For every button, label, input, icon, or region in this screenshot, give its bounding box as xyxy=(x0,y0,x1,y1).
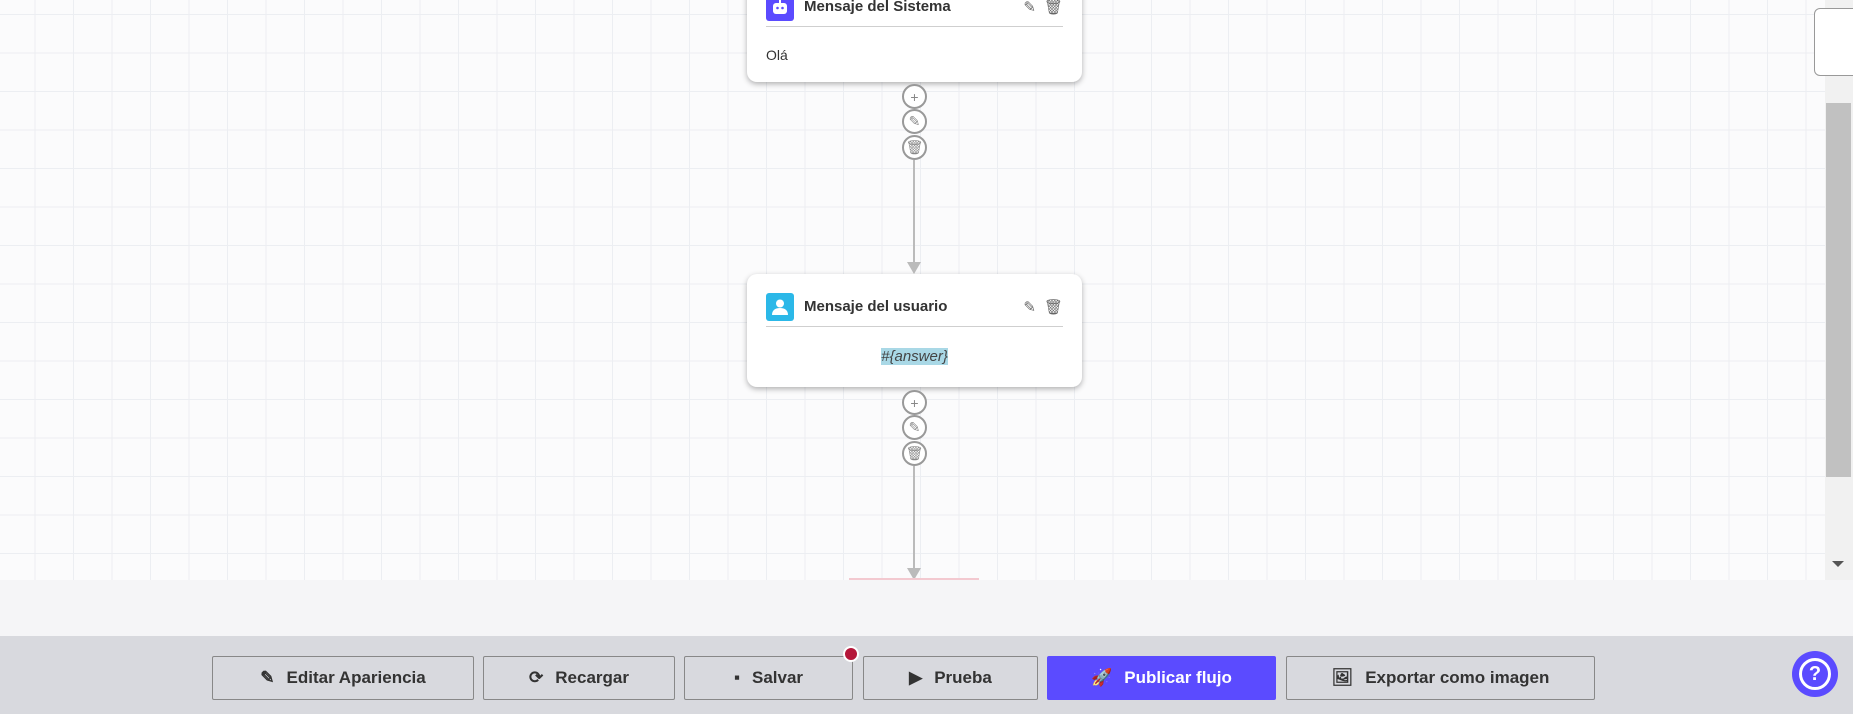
delete-connection-button[interactable]: 🗑 xyxy=(902,135,927,160)
node-title: Mensaje del Sistema xyxy=(804,0,951,15)
pencil-icon[interactable]: ✎ xyxy=(1023,0,1036,16)
question-icon: ? xyxy=(1799,658,1831,690)
arrow-down-icon xyxy=(907,568,921,580)
node-title: Mensaje del usuario xyxy=(804,298,948,315)
bottom-toolbar: ✎ Editar Apariencia ⟳ Recargar ▪ Salvar ▶ Pr… xyxy=(0,636,1853,714)
button-label: Editar Apariencia xyxy=(286,668,426,687)
button-label: Exportar como imagen xyxy=(1365,668,1550,687)
connector-line xyxy=(913,466,915,570)
floppy-icon: ▪ xyxy=(733,668,740,687)
button-label: Salvar xyxy=(751,668,804,687)
rocket-icon: 🚀 xyxy=(1091,668,1113,687)
button-label: Recargar xyxy=(555,668,629,687)
connector-line xyxy=(913,160,915,264)
node-user-message[interactable]: Mensaje del usuario ✎ 🗑 #{answer} xyxy=(747,274,1082,387)
edit-appearance-button[interactable]: ✎ Editar Apariencia xyxy=(212,656,474,700)
node-system-message[interactable]: Mensaje del Sistema ✎ 🗑 Olá xyxy=(747,0,1082,82)
button-label: Prueba xyxy=(934,668,992,687)
button-label: Publicar flujo xyxy=(1124,668,1232,687)
test-button[interactable]: ▶ Prueba xyxy=(863,656,1038,700)
pencil-icon[interactable]: ✎ xyxy=(1023,298,1036,316)
add-node-button[interactable]: + xyxy=(902,390,927,415)
delete-connection-button[interactable]: 🗑 xyxy=(902,441,927,466)
node-header: Mensaje del usuario ✎ 🗑 xyxy=(766,287,1063,327)
play-icon: ▶ xyxy=(909,668,923,687)
edit-icon: ✎ xyxy=(260,668,275,687)
variable-tag: #{answer} xyxy=(881,348,948,365)
scroll-down-icon[interactable] xyxy=(1832,561,1844,567)
trash-icon[interactable]: 🗑 xyxy=(1043,0,1063,16)
user-icon xyxy=(766,292,794,321)
scrollbar-thumb[interactable] xyxy=(1826,103,1851,477)
reload-button[interactable]: ⟳ Recargar xyxy=(483,656,675,700)
refresh-icon: ⟳ xyxy=(529,668,544,687)
edit-connection-button[interactable]: ✎ xyxy=(902,415,927,440)
save-button[interactable]: ▪ Salvar xyxy=(684,656,853,700)
next-node-edge xyxy=(849,578,979,580)
unsaved-changes-indicator xyxy=(843,646,859,662)
image-icon: 🖼 xyxy=(1331,668,1354,687)
arrow-down-icon xyxy=(907,262,921,274)
edit-connection-button[interactable]: ✎ xyxy=(902,109,927,134)
add-node-button[interactable]: + xyxy=(902,84,927,109)
export-image-button[interactable]: 🖼 Exportar como imagen xyxy=(1286,656,1595,700)
node-body: Olá xyxy=(766,47,788,63)
node-header: Mensaje del Sistema ✎ 🗑 xyxy=(766,0,1063,27)
help-button[interactable]: ? xyxy=(1792,651,1838,697)
trash-icon[interactable]: 🗑 xyxy=(1043,298,1063,316)
minimap[interactable] xyxy=(1814,8,1853,76)
robot-icon xyxy=(766,0,794,21)
node-body: #{answer} xyxy=(747,348,1082,365)
publish-flow-button[interactable]: 🚀 Publicar flujo xyxy=(1047,656,1276,700)
flow-canvas[interactable]: Mensaje del Sistema ✎ 🗑 Olá + ✎ 🗑 Mensaj… xyxy=(0,0,1825,580)
